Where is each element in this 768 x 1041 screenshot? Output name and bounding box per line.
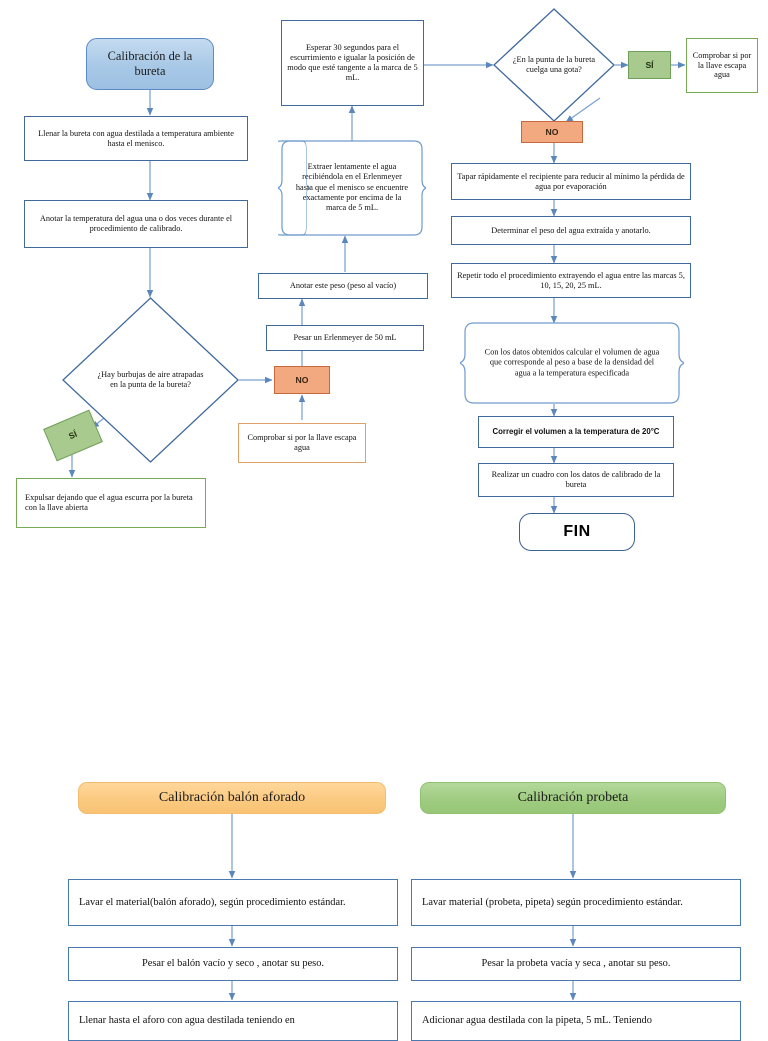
start-terminator-bureta: Calibración de la bureta — [86, 38, 214, 90]
step-comprobar-llave-izquierda: Comprobar si por la llave escapa agua — [238, 423, 366, 463]
step-llenar-bureta: Llenar la bureta con agua destilada a te… — [24, 116, 248, 161]
bracket-shape — [460, 322, 684, 404]
badge-si-gota: SÍ — [628, 51, 671, 79]
decision-gota-label: ¿En la punta de la bureta cuelga una got… — [512, 54, 596, 74]
step-calcular-volumen: Con los datos obtenidos calcular el volu… — [460, 322, 684, 404]
start-label: Calibración de la bureta — [107, 49, 193, 78]
step-pesar-erlenmeyer-label: Pesar un Erlenmeyer de 50 mL — [293, 333, 397, 343]
step-determinar-peso: Determinar el peso del agua extraída y a… — [451, 216, 691, 245]
step-anotar-peso-vacio: Anotar este peso (peso al vacío) — [258, 273, 428, 299]
badge-si-gota-label: SÍ — [645, 59, 654, 70]
step-determinar-peso-label: Determinar el peso del agua extraída y a… — [491, 225, 651, 235]
step-esperar-30-segundos: Esperar 30 segundos para el escurrimient… — [281, 20, 424, 106]
step-anotar-temperatura-label: Anotar la temperatura del agua una o dos… — [39, 214, 233, 233]
step-expulsar-label: Expulsar dejando que el agua escurra por… — [25, 493, 193, 512]
step-esperar-label: Esperar 30 segundos para el escurrimient… — [287, 43, 418, 82]
balon-step-3: Llenar hasta el aforo con agua destilada… — [68, 1001, 398, 1041]
step-pesar-erlenmeyer: Pesar un Erlenmeyer de 50 mL — [266, 325, 424, 351]
step-realizar-cuadro-label: Realizar un cuadro con los datos de cali… — [491, 470, 661, 489]
badge-no-burbujas-label: NO — [295, 374, 309, 385]
probeta-step-1: Lavar material (probeta, pipeta) según p… — [411, 879, 741, 926]
bracket-shape — [278, 140, 426, 236]
balon-step-2: Pesar el balón vacío y seco , anotar su … — [68, 947, 398, 981]
step-corregir-volumen: Corregir el volumen a la temperatura de … — [478, 416, 674, 448]
probeta-step-3: Adicionar agua destilada con la pipeta, … — [411, 1001, 741, 1041]
step-corregir-label: Corregir el volumen a la temperatura de … — [492, 427, 660, 437]
badge-no-burbujas: NO — [274, 366, 330, 394]
step-repetir-label: Repetir todo el procedimiento extrayendo… — [457, 270, 685, 290]
badge-no-gota: NO — [521, 121, 583, 143]
step-extraer-label: Extraer lentamente el agua recibiéndola … — [295, 162, 409, 213]
probeta-step-2: Pesar la probeta vacía y seca , anotar s… — [411, 947, 741, 981]
end-terminator-fin: FIN — [519, 513, 635, 551]
step-anotar-peso-label: Anotar este peso (peso al vacío) — [289, 281, 397, 291]
step-calcular-label: Con los datos obtenidos calcular el volu… — [484, 347, 660, 378]
balon-step-1-label: Lavar el material(balón aforado), según … — [79, 896, 346, 908]
step-repetir-procedimiento: Repetir todo el procedimiento extrayendo… — [451, 263, 691, 298]
step-anotar-temperatura: Anotar la temperatura del agua una o dos… — [24, 200, 248, 248]
header-balon-label: Calibración balón aforado — [158, 790, 306, 805]
step-extraer-lentamente: Extraer lentamente el agua recibiéndola … — [278, 140, 426, 236]
step-tapar-recipiente: Tapar rápidamente el recipiente para red… — [451, 163, 691, 200]
step-realizar-cuadro: Realizar un cuadro con los datos de cali… — [478, 463, 674, 497]
step-comprobar-llave-derecha: Comprobar si por la llave escapa agua — [686, 38, 758, 93]
probeta-step-1-label: Lavar material (probeta, pipeta) según p… — [422, 896, 683, 908]
step-expulsar-agua: Expulsar dejando que el agua escurra por… — [16, 478, 206, 528]
probeta-step-2-label: Pesar la probeta vacía y seca , anotar s… — [481, 958, 671, 970]
badge-no-gota-label: NO — [545, 126, 559, 137]
header-calibracion-balon-aforado: Calibración balón aforado — [78, 782, 386, 814]
decision-gota: ¿En la punta de la bureta cuelga una got… — [493, 8, 615, 122]
step-comprobar-llave-izq-label: Comprobar si por la llave escapa agua — [247, 433, 357, 452]
balon-step-1: Lavar el material(balón aforado), según … — [68, 879, 398, 926]
step-comprobar-llave-der-label: Comprobar si por la llave escapa agua — [692, 50, 752, 80]
header-probeta-label: Calibración probeta — [517, 790, 629, 805]
decision-burbujas-label: ¿Hay burbujas de aire atrapadas en la pu… — [97, 369, 204, 389]
balon-step-3-label: Llenar hasta el aforo con agua destilada… — [79, 1015, 295, 1027]
header-calibracion-probeta: Calibración probeta — [420, 782, 726, 814]
step-llenar-label: Llenar la bureta con agua destilada a te… — [38, 128, 234, 148]
fin-label: FIN — [563, 522, 591, 540]
balon-step-2-label: Pesar el balón vacío y seco , anotar su … — [141, 958, 325, 970]
step-tapar-label: Tapar rápidamente el recipiente para red… — [457, 171, 685, 191]
badge-si-burbujas-label: SÍ — [67, 429, 79, 442]
probeta-step-3-label: Adicionar agua destilada con la pipeta, … — [422, 1015, 652, 1027]
